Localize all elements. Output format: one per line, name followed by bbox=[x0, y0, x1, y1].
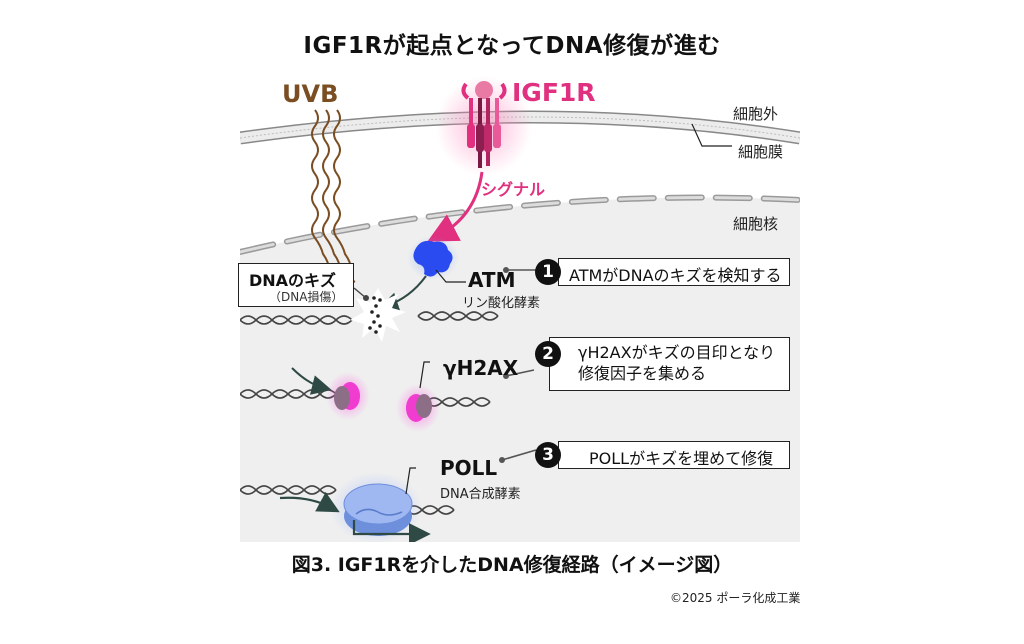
dna-strand-damaged bbox=[240, 311, 499, 325]
h2ax-nucleosome-icon bbox=[326, 372, 370, 420]
h2ax-nucleosome-icon-2 bbox=[396, 384, 440, 432]
atm-description: リン酸化酵素 bbox=[462, 296, 541, 311]
poll-description: DNA合成酵素 bbox=[440, 487, 521, 502]
step-2-text-line-1: γH2AXがキズの目印となり bbox=[578, 343, 776, 362]
membrane-leader bbox=[691, 123, 732, 147]
extracellular-label: 細胞外 bbox=[733, 105, 779, 123]
step-2-badge: 2 bbox=[535, 341, 561, 367]
igf1r-receptor-icon bbox=[436, 76, 532, 176]
poll-arrow-in bbox=[279, 492, 340, 513]
h2ax-label: γH2AX bbox=[443, 356, 519, 380]
dna-damage-subtitle: （DNA損傷） bbox=[269, 290, 344, 304]
signal-label: シグナル bbox=[481, 180, 546, 199]
poll-enzyme-icon bbox=[330, 472, 422, 542]
diagram-title: IGF1Rが起点となってDNA修復が進む bbox=[303, 33, 721, 59]
step-3-badge: 3 bbox=[535, 442, 561, 468]
atm-protein-icon bbox=[407, 236, 459, 280]
step-3-box: POLLがキズを埋めて修復 bbox=[558, 441, 790, 469]
poll-label: POLL bbox=[440, 456, 498, 480]
igf1r-label: IGF1R bbox=[512, 78, 596, 107]
cell-membrane-label: 細胞膜 bbox=[738, 143, 784, 161]
uvb-label: UVB bbox=[282, 80, 339, 108]
figure-caption: 図3. IGF1Rを介したDNA修復経路（イメージ図） bbox=[291, 554, 733, 576]
dna-damage-burst-icon bbox=[350, 288, 406, 342]
poll-arrow-out bbox=[352, 520, 431, 542]
step-3-text: POLLがキズを埋めて修復 bbox=[589, 449, 774, 468]
signal-arrow bbox=[427, 171, 484, 242]
dna-damage-callout: DNAのキズ （DNA損傷） bbox=[238, 263, 354, 307]
h2ax-arrow bbox=[291, 367, 332, 395]
copyright-notice: ©2025 ポーラ化成工業 bbox=[670, 591, 801, 605]
dna-damage-title: DNAのキズ bbox=[249, 271, 337, 290]
step-2-text-line-2: 修復因子を集める bbox=[578, 364, 707, 383]
step-1-text: ATMがDNAのキズを検知する bbox=[569, 266, 782, 285]
step-2-box: γH2AXがキズの目印となり 修復因子を集める bbox=[549, 337, 790, 391]
uvb-rays-icon bbox=[311, 109, 356, 283]
step-1-badge: 1 bbox=[535, 259, 561, 285]
atm-label: ATM bbox=[468, 268, 516, 292]
step-1-box: ATMがDNAのキズを検知する bbox=[558, 258, 790, 286]
nucleus-label: 細胞核 bbox=[733, 215, 779, 233]
